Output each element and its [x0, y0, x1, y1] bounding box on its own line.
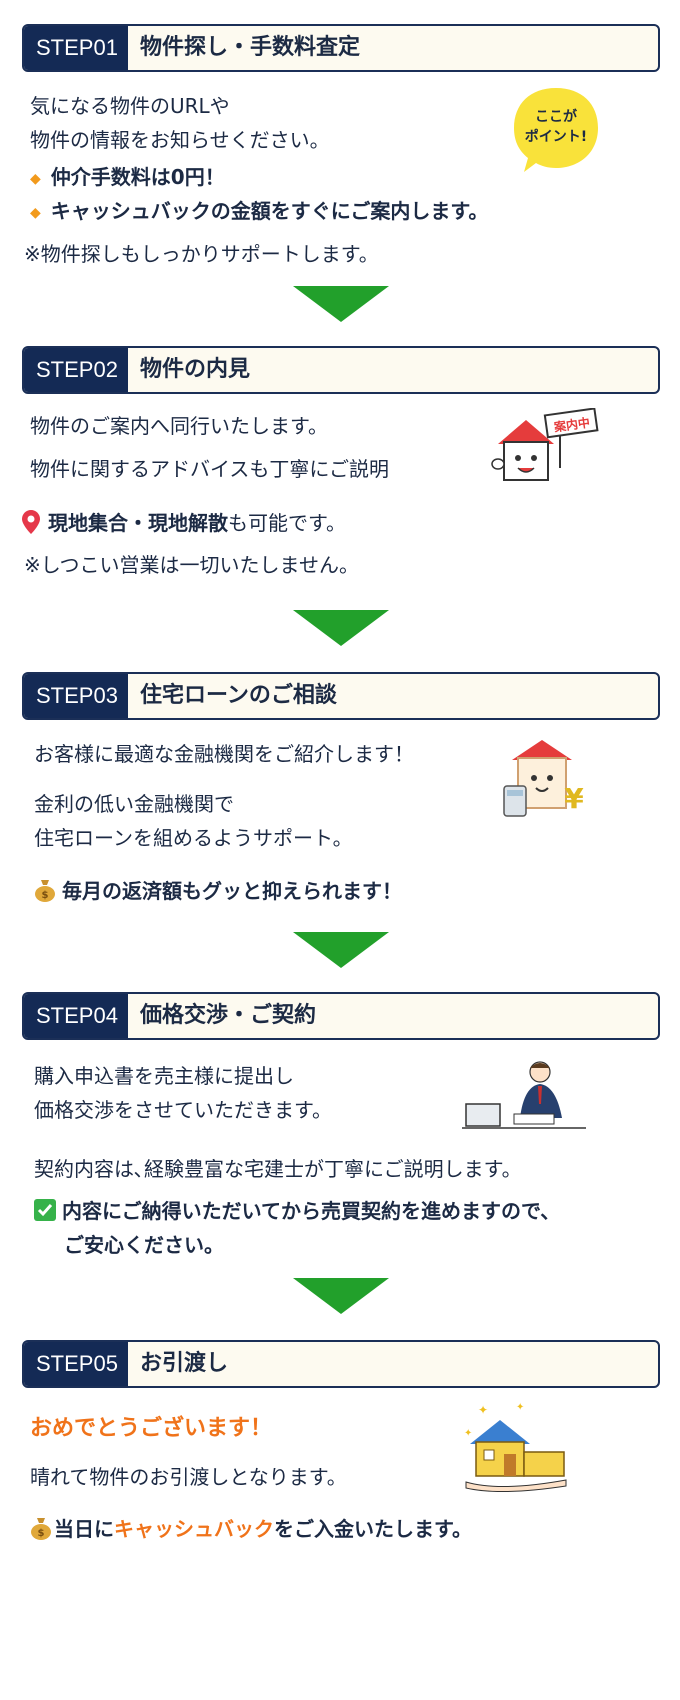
step01-point-1: ◆ 仲介手数料は0円！	[30, 161, 225, 190]
step03-line-3: 住宅ローンを組めるようサポート。	[34, 826, 353, 850]
step04-highlight-text-1: 内容にご納得いただいてから売買契約を進めますので、	[62, 1199, 561, 1223]
step03-highlight: $ 毎月の返済額もグッと抑えられます！	[34, 875, 402, 907]
step05-final: $ 当日にキャッシュバックをご入金いたします。	[30, 1513, 472, 1545]
house-yen-illustration: ¥	[494, 736, 590, 822]
step01-point-1-text: 仲介手数料は0円！	[50, 165, 225, 189]
step02-line-1: 物件のご案内へ同行いたします。	[30, 414, 328, 438]
step02-header: STEP02 物件の内見	[22, 346, 660, 394]
step05-header: STEP05 お引渡し	[22, 1340, 660, 1388]
step02-label: STEP02	[24, 348, 128, 392]
money-bag-icon: $	[34, 878, 56, 907]
point-badge-line-1: ここが	[535, 109, 577, 125]
money-bag-icon: $	[30, 1516, 52, 1545]
step05-final-pre: 当日に	[54, 1517, 114, 1541]
step02-highlight-bold: 現地集合・現地解散	[48, 511, 228, 535]
businessman-illustration	[462, 1058, 586, 1138]
house-handover-illustration: ✦ ✦ ✦	[460, 1400, 572, 1493]
step01-point-2: ◆ キャッシュバックの金額をすぐにご案内します。	[30, 195, 488, 224]
step05-congrats: おめでとうございます！	[30, 1416, 273, 1441]
step05-final-orange: キャッシュバック	[114, 1517, 274, 1541]
step03-line-2: 金利の低い金融機関で	[34, 792, 234, 816]
step05-final-post: をご入金いたします。	[274, 1517, 472, 1541]
step01-header: STEP01 物件探し・手数料査定	[22, 24, 660, 72]
step01-title: 物件探し・手数料査定	[139, 35, 360, 60]
svg-text:✦: ✦	[516, 1402, 524, 1413]
step04-highlight-1: 内容にご納得いただいてから売買契約を進めますので、	[34, 1195, 560, 1226]
step03-line-1: お客様に最適な金融機関をご紹介します！	[34, 742, 414, 766]
svg-text:✦: ✦	[464, 1428, 472, 1439]
step04-label: STEP04	[24, 994, 128, 1038]
step02-title: 物件の内見	[139, 357, 250, 382]
step04-highlight-2: ご安心ください。	[64, 1233, 224, 1257]
step01-label: STEP01	[24, 26, 128, 70]
svg-text:$: $	[42, 890, 49, 901]
step03-label: STEP03	[24, 674, 128, 718]
down-arrow-icon	[293, 1278, 389, 1314]
step03-title: 住宅ローンのご相談	[139, 683, 337, 708]
point-badge: ここが ポイント!	[510, 84, 602, 176]
down-arrow-icon	[293, 932, 389, 968]
check-mark-icon	[34, 1199, 56, 1226]
svg-text:✦: ✦	[478, 1403, 488, 1417]
orange-diamond-icon: ◆	[30, 204, 41, 221]
step01-line-1: 気になる物件のURLや	[30, 94, 230, 118]
step04-line-2: 価格交渉をさせていただきます。	[34, 1098, 332, 1122]
step02-highlight-rest: も可能です。	[228, 511, 346, 535]
step01-note: ※物件探しもしっかりサポートします。	[24, 242, 379, 266]
step02-line-2: 物件に関するアドバイスも丁寧にご説明	[30, 457, 389, 481]
step01-line-2: 物件の情報をお知らせください。	[30, 128, 330, 152]
step05-line-1: 晴れて物件のお引渡しとなります。	[30, 1465, 347, 1489]
svg-text:$: $	[38, 1528, 45, 1539]
point-badge-line-2: ポイント!	[524, 129, 588, 145]
house-guide-illustration: 案内中	[490, 407, 600, 492]
orange-diamond-icon: ◆	[30, 170, 41, 187]
down-arrow-icon	[293, 610, 389, 646]
step02-note: ※しつこい営業は一切いたしません。	[24, 553, 359, 577]
step04-line-3: 契約内容は､経験豊富な宅建士が丁寧にご説明します。	[34, 1157, 522, 1181]
down-arrow-icon	[293, 286, 389, 322]
step05-label: STEP05	[24, 1342, 128, 1386]
step02-highlight: 現地集合・現地解散も可能です。	[22, 507, 346, 539]
svg-text:¥: ¥	[564, 782, 584, 815]
step03-highlight-text: 毎月の返済額もグッと抑えられます！	[62, 879, 402, 903]
location-pin-icon	[22, 510, 40, 539]
step04-line-1: 購入申込書を売主様に提出し	[34, 1064, 294, 1088]
step04-title: 価格交渉・ご契約	[139, 1003, 316, 1028]
step05-title: お引渡し	[139, 1351, 228, 1376]
step01-point-2-text: キャッシュバックの金額をすぐにご案内します。	[50, 199, 489, 223]
step04-header: STEP04 価格交渉・ご契約	[22, 992, 660, 1040]
step03-header: STEP03 住宅ローンのご相談	[22, 672, 660, 720]
